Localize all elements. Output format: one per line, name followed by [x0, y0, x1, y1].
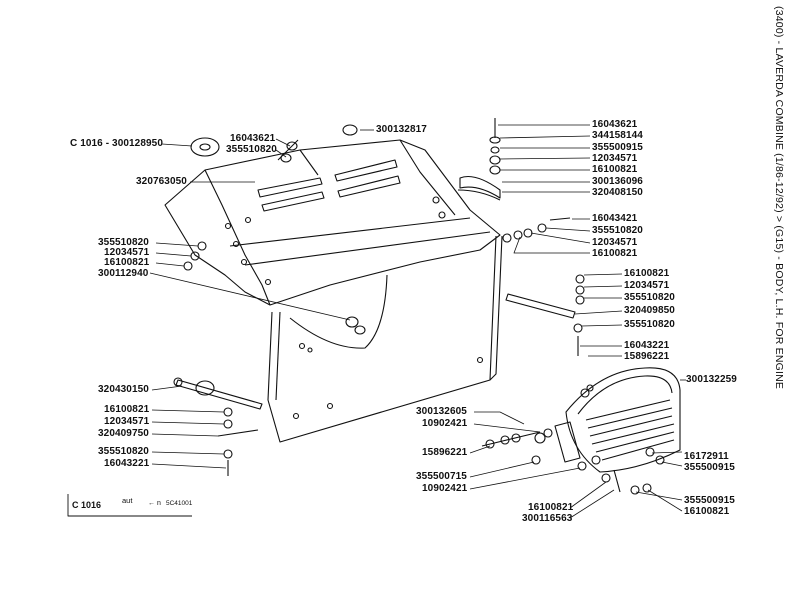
part-label[interactable]: 15896221 [624, 351, 670, 362]
rod-right [505, 293, 576, 319]
part-label[interactable]: 355510820 [98, 237, 149, 248]
part-label[interactable]: 300136096 [592, 176, 643, 187]
title-text: (3400) - LAVERDA COMBINE (1/86-12/92) > … [773, 6, 785, 390]
part-label[interactable]: C 1016 - 300128950 [70, 138, 163, 149]
part-label[interactable]: 12034571 [592, 153, 638, 164]
part-label[interactable]: 12034571 [624, 280, 670, 291]
part-label[interactable]: 320408150 [592, 187, 643, 198]
leader-lines [149, 124, 686, 519]
part-label[interactable]: 355510820 [592, 225, 643, 236]
part-label[interactable]: 16043621 [592, 119, 638, 130]
hardware [183, 118, 665, 495]
part-label[interactable]: 12034571 [104, 416, 150, 427]
vertical-title: (3400) - LAVERDA COMBINE (1/86-12/92) > … [771, 6, 787, 606]
front-grille [565, 367, 681, 473]
stamp-frame [67, 494, 192, 517]
part-label[interactable]: 10902421 [422, 418, 468, 429]
knob [345, 316, 366, 335]
part-label[interactable]: 300132817 [376, 124, 427, 135]
stamp-word: aut [122, 496, 133, 505]
part-label[interactable]: 15896221 [422, 447, 468, 458]
part-label[interactable]: 300116563 [522, 513, 573, 524]
part-label[interactable]: 355510820 [226, 144, 277, 155]
part-label[interactable]: 355500915 [592, 142, 643, 153]
part-label[interactable]: 300132259 [686, 374, 737, 385]
part-label[interactable]: 344158144 [592, 130, 643, 141]
small-plate [554, 421, 581, 463]
part-label[interactable]: 16100821 [592, 248, 638, 259]
part-label[interactable]: 16043221 [104, 458, 150, 469]
stamp-n: n [156, 500, 161, 507]
part-label[interactable]: 16100821 [104, 257, 150, 268]
part-label[interactable]: 12034571 [104, 247, 150, 258]
side-panel [267, 235, 503, 443]
left-arrow-icon: ← [148, 500, 155, 507]
part-label[interactable]: 355500915 [684, 495, 735, 506]
stamp-arrow: ← n [148, 500, 161, 507]
part-label[interactable]: 16043221 [624, 340, 670, 351]
stamp-number: 5C41001 [166, 500, 193, 507]
part-label[interactable]: 16172911 [684, 451, 729, 462]
part-label[interactable]: 16100821 [624, 268, 670, 279]
stamp-code: C 1016 [72, 500, 102, 510]
part-label[interactable]: 355500715 [416, 471, 467, 482]
drawing-stamp: C 1016 aut ← n 5C41001 [70, 494, 192, 516]
part-label[interactable]: 300132605 [416, 406, 467, 417]
part-label[interactable]: 320763050 [136, 176, 187, 187]
part-label[interactable]: 355510820 [624, 292, 675, 303]
part-label[interactable]: 16100821 [592, 164, 638, 175]
part-label[interactable]: 16043421 [592, 213, 638, 224]
part-label[interactable]: 300112940 [98, 268, 149, 279]
part-label[interactable]: 12034571 [592, 237, 638, 248]
part-label[interactable]: 355500915 [684, 462, 735, 473]
part-label[interactable]: 355510820 [624, 319, 675, 330]
part-label[interactable]: 320409750 [98, 428, 149, 439]
rod-left [173, 377, 263, 410]
part-label[interactable]: 355510820 [98, 446, 149, 457]
part-label[interactable]: 320409850 [624, 305, 675, 316]
part-label[interactable]: 16100821 [684, 506, 730, 517]
part-label[interactable]: 16100821 [528, 502, 574, 513]
part-label[interactable]: 16100821 [104, 404, 150, 415]
bracket-right [457, 175, 501, 201]
top-cover-plate [164, 139, 501, 306]
part-label[interactable]: 320430150 [98, 384, 149, 395]
part-label[interactable]: 16043621 [230, 133, 276, 144]
part-label[interactable]: 10902421 [422, 483, 468, 494]
